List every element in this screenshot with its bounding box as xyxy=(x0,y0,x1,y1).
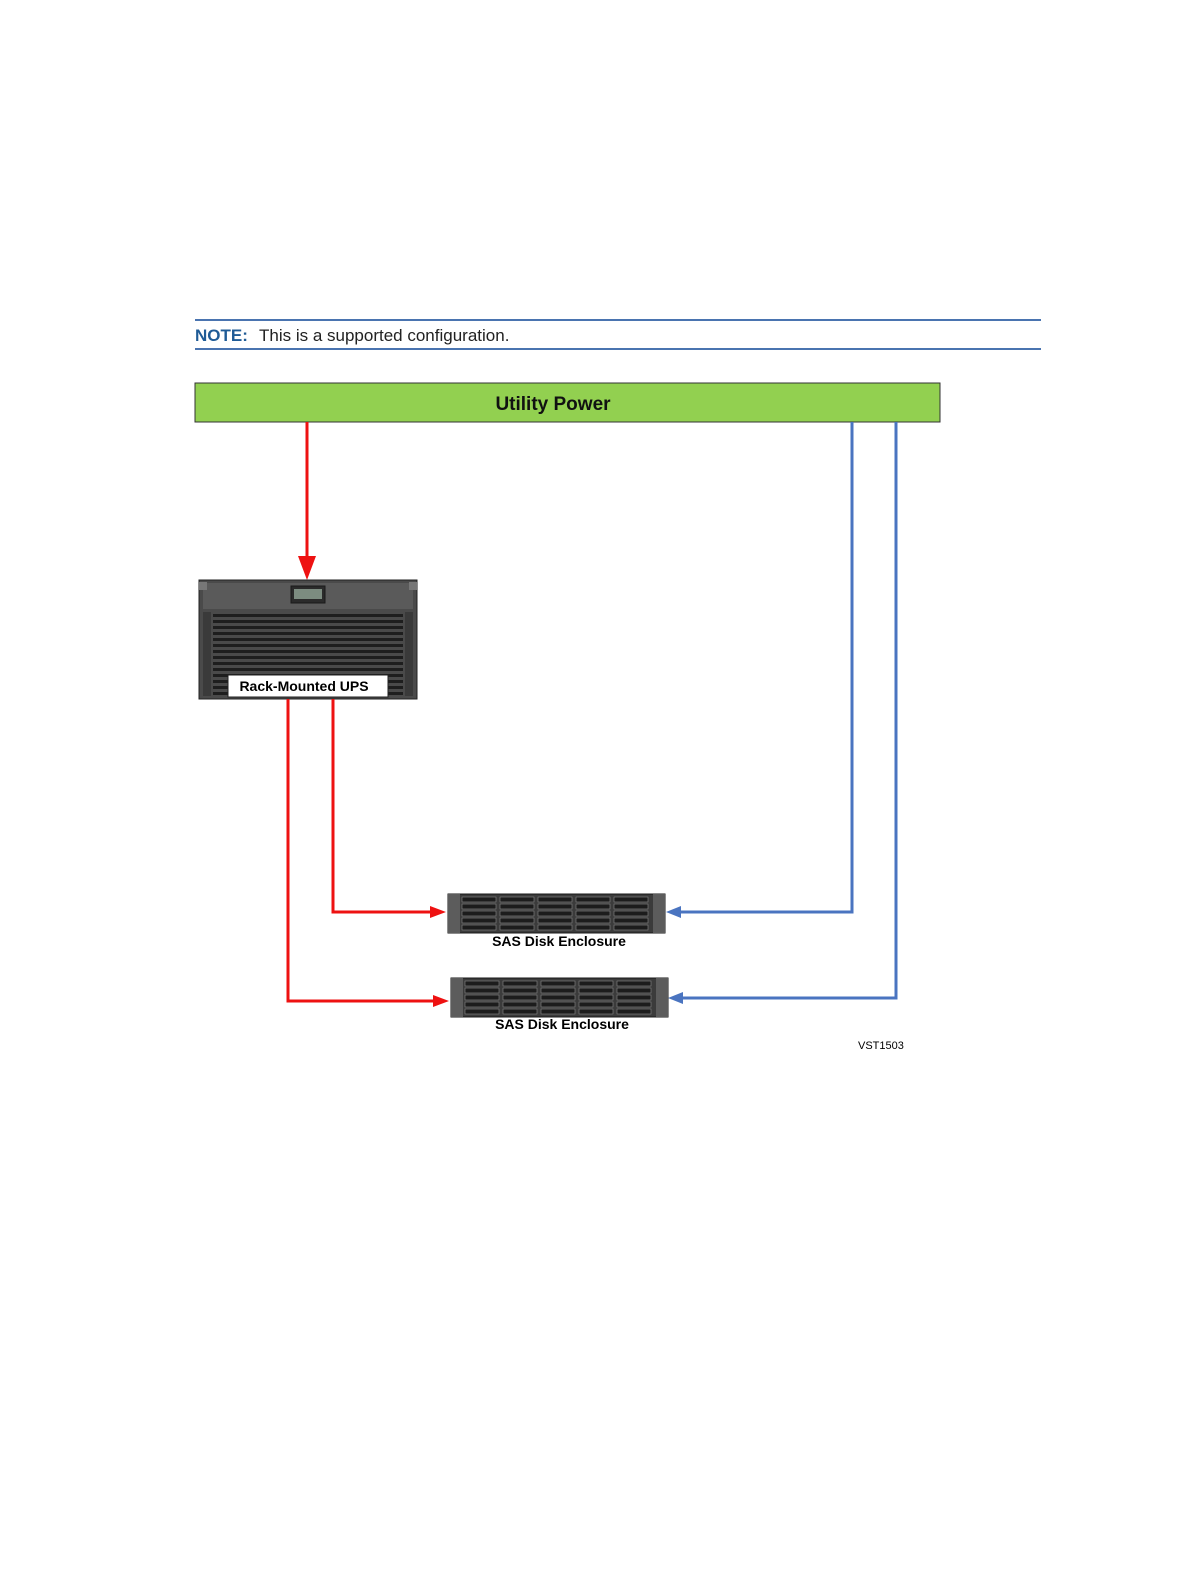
drive-bay xyxy=(576,911,610,916)
drive-bay xyxy=(462,925,496,930)
drive-bay xyxy=(579,995,613,1000)
ups-vent-slot xyxy=(213,632,403,635)
ups-to-enclosure-2-arrow xyxy=(433,995,449,1007)
drive-bay xyxy=(500,904,534,909)
drive-bay xyxy=(541,988,575,993)
drive-bay xyxy=(576,897,610,902)
drive-bay xyxy=(465,981,499,986)
drive-bay xyxy=(503,1009,537,1014)
drive-bay xyxy=(617,995,651,1000)
drive-bay xyxy=(579,1009,613,1014)
utility-to-ups-arrow xyxy=(298,556,316,580)
utility-to-enclosure-2-arrow xyxy=(668,992,683,1004)
drive-bay xyxy=(617,1009,651,1014)
drive-bay xyxy=(500,925,534,930)
drive-bay xyxy=(576,925,610,930)
enclosure-1-drive-bays xyxy=(462,897,648,930)
drive-bay xyxy=(462,897,496,902)
drive-bay xyxy=(614,904,648,909)
ups-vent-slot xyxy=(213,638,403,641)
ups-to-enclosure-1-line xyxy=(333,699,440,912)
drive-bay xyxy=(617,1002,651,1007)
drive-bay xyxy=(462,911,496,916)
ups-vent-slot xyxy=(213,620,403,623)
drive-bay xyxy=(617,988,651,993)
drive-bay xyxy=(579,1002,613,1007)
ups-label: Rack-Mounted UPS xyxy=(239,678,368,694)
enclosure-2-drive-bays xyxy=(465,981,651,1014)
drive-bay xyxy=(614,925,648,930)
drive-bay xyxy=(503,1002,537,1007)
ups-to-enclosure-2-line xyxy=(288,699,443,1001)
drive-bay xyxy=(538,925,572,930)
enclosure-2-label: SAS Disk Enclosure xyxy=(495,1016,629,1032)
ups-to-enclosure-1-arrow xyxy=(430,906,446,918)
drive-bay xyxy=(500,918,534,923)
ups-vent-slot xyxy=(213,656,403,659)
drive-bay xyxy=(538,904,572,909)
drive-bay xyxy=(462,904,496,909)
drive-bay xyxy=(465,988,499,993)
drive-bay xyxy=(503,988,537,993)
drive-bay xyxy=(538,897,572,902)
sas-disk-enclosure-2: SAS Disk Enclosure xyxy=(451,978,668,1032)
drive-bay xyxy=(614,911,648,916)
drive-bay xyxy=(500,897,534,902)
drive-bay xyxy=(576,904,610,909)
drive-bay xyxy=(541,995,575,1000)
drive-bay xyxy=(538,911,572,916)
drive-bay xyxy=(541,1002,575,1007)
utility-to-enclosure-1-line xyxy=(676,422,852,912)
ups-vent-slot xyxy=(213,614,403,617)
ups-vent-slot xyxy=(213,644,403,647)
drive-bay xyxy=(614,918,648,923)
drive-bay xyxy=(503,995,537,1000)
drive-bay xyxy=(614,897,648,902)
drive-bay xyxy=(579,981,613,986)
sas-disk-enclosure-1: SAS Disk Enclosure xyxy=(448,894,665,949)
ups-vent-slot xyxy=(213,668,403,671)
ups-vent-slot xyxy=(213,662,403,665)
drive-bay xyxy=(465,1002,499,1007)
drive-bay xyxy=(500,911,534,916)
drive-bay xyxy=(462,918,496,923)
drive-bay xyxy=(579,988,613,993)
drive-bay xyxy=(541,1009,575,1014)
drive-bay xyxy=(617,981,651,986)
drive-bay xyxy=(576,918,610,923)
drive-bay xyxy=(541,981,575,986)
drive-bay xyxy=(465,995,499,1000)
figure-id: VST1503 xyxy=(858,1040,904,1052)
ups-vent-slot xyxy=(213,626,403,629)
utility-power-label: Utility Power xyxy=(495,394,611,415)
ups-vent-slot xyxy=(213,650,403,653)
utility-power-bar: Utility Power xyxy=(195,383,940,422)
rack-mounted-ups: Rack-Mounted UPS xyxy=(199,580,417,699)
enclosure-1-label: SAS Disk Enclosure xyxy=(492,933,626,949)
drive-bay xyxy=(503,981,537,986)
drive-bay xyxy=(538,918,572,923)
drive-bay xyxy=(465,1009,499,1014)
utility-to-enclosure-1-arrow xyxy=(666,906,681,918)
